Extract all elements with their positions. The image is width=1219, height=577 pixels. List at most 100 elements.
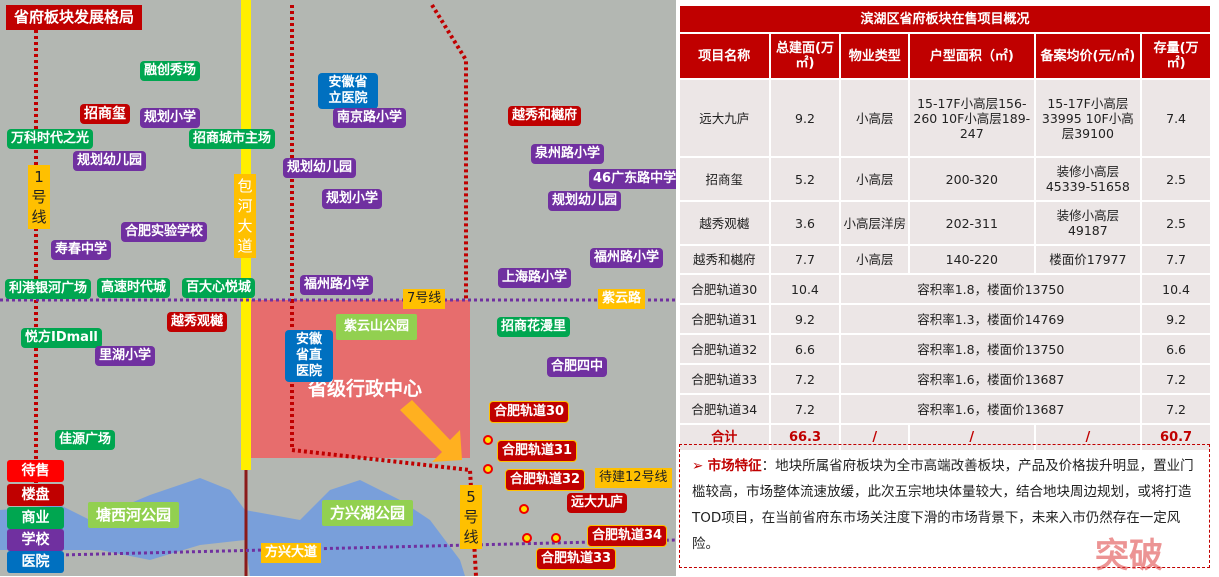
land-gd32: 合肥轨道32 bbox=[505, 469, 586, 491]
cell: 202-311 bbox=[908, 200, 1036, 246]
poi-yuefang: 悦方IDmall bbox=[21, 328, 102, 348]
col-header: 项目名称 bbox=[678, 32, 771, 80]
cell: 合肥轨道33 bbox=[678, 363, 771, 395]
cell: 招商玺 bbox=[678, 156, 771, 202]
col-header: 备案均价(元/㎡) bbox=[1033, 32, 1143, 80]
cell: 15-17F小高层33995 10F小高层39100 bbox=[1033, 78, 1143, 158]
school-fuzhoulu-1: 福州路小学 bbox=[590, 248, 664, 268]
land-gd31: 合肥轨道31 bbox=[497, 440, 578, 462]
cell: 远大九庐 bbox=[678, 78, 771, 158]
arrow-bullet-icon: ➢ bbox=[692, 458, 708, 474]
cell: 越秀和樾府 bbox=[678, 244, 771, 275]
cell: 楼面价17977 bbox=[1033, 244, 1143, 275]
cell: 9.2 bbox=[768, 303, 842, 335]
poi-gaosu: 高速时代城 bbox=[97, 278, 171, 298]
cell: 10.4 bbox=[768, 273, 842, 305]
cell: 合肥轨道30 bbox=[678, 273, 771, 305]
cell: 7.2 bbox=[768, 393, 842, 425]
market-key: 市场特征 bbox=[707, 458, 762, 474]
school-fuzhoulu-2: 福州路小学 bbox=[300, 275, 374, 295]
cell: 200-320 bbox=[908, 156, 1036, 202]
poi-zhaoshang-city: 招商城市主场 bbox=[189, 129, 276, 149]
cell: 2.5 bbox=[1140, 200, 1212, 246]
cell: 7.2 bbox=[768, 363, 842, 395]
cell: 合计 bbox=[678, 423, 771, 452]
school-kindergarten-2: 规划幼儿园 bbox=[283, 158, 357, 178]
market-features-box: ➢ 市场特征：地块所属省府板块为全市高端改善板块，产品及价格拔升明显，置业门槛较… bbox=[679, 444, 1210, 568]
school-guihua-1: 规划小学 bbox=[140, 108, 201, 128]
col-header: 总建面(万㎡) bbox=[768, 32, 842, 80]
poi-wanke: 万科时代之光 bbox=[7, 129, 94, 149]
cell: / bbox=[908, 423, 1036, 452]
school-lihu: 里湖小学 bbox=[95, 346, 156, 366]
poi-baida: 百大心悦城 bbox=[182, 278, 256, 298]
cell: 容积率1.6，楼面价13687 bbox=[839, 393, 1143, 425]
park-fangxinghu: 方兴湖公园 bbox=[322, 500, 414, 526]
poi-ligang: 利港银河广场 bbox=[5, 279, 92, 299]
cell: 140-220 bbox=[908, 244, 1036, 275]
legend-commercial: 商业 bbox=[7, 507, 64, 529]
cell: 装修小高层49187 bbox=[1033, 200, 1143, 246]
poi-jiayuan: 佳源广场 bbox=[55, 430, 116, 450]
legend-for-sale: 待售 bbox=[7, 460, 64, 482]
metro-line-5: 5号线 bbox=[460, 485, 482, 549]
poi-rongchuang: 融创秀场 bbox=[140, 61, 201, 81]
watermark-logo: 突破 bbox=[1095, 536, 1163, 576]
cell: 9.2 bbox=[1140, 303, 1212, 335]
cell: 3.6 bbox=[768, 200, 842, 246]
cell: 容积率1.8，楼面价13750 bbox=[839, 273, 1143, 305]
cell: 10.4 bbox=[1140, 273, 1212, 305]
park-tangxihe: 塘西河公园 bbox=[88, 502, 180, 528]
cell: 7.7 bbox=[1140, 244, 1212, 275]
table-title: 滨湖区省府板块在售项目概况 bbox=[678, 4, 1212, 34]
cell: 小高层 bbox=[839, 78, 911, 158]
cell: 装修小高层45339-51658 bbox=[1033, 156, 1143, 202]
col-header: 存量(万㎡) bbox=[1140, 32, 1212, 80]
cell: 合肥轨道31 bbox=[678, 303, 771, 335]
school-guangdonglu: 46广东路中学 bbox=[589, 169, 676, 189]
school-shouchun: 寿春中学 bbox=[51, 240, 112, 260]
legend-project: 楼盘 bbox=[7, 484, 64, 506]
poi-zhaoshang-huamanli: 招商花漫里 bbox=[497, 317, 571, 337]
metro-line-7: 7号线 bbox=[403, 289, 446, 309]
project-yuanda: 远大九庐 bbox=[567, 493, 628, 513]
school-guihua-2: 规划小学 bbox=[322, 189, 383, 209]
land-gd33: 合肥轨道33 bbox=[536, 548, 617, 570]
park-ziyunshan: 紫云山公园 bbox=[336, 314, 418, 340]
school-shiyan: 合肥实验学校 bbox=[121, 222, 208, 242]
cell: 7.4 bbox=[1140, 78, 1212, 158]
cell: 容积率1.8，楼面价13750 bbox=[839, 333, 1143, 365]
cell: / bbox=[839, 423, 911, 452]
project-yuexiu-guanyue: 越秀观樾 bbox=[167, 312, 228, 332]
cell: 7.2 bbox=[1140, 393, 1212, 425]
cell: 小高层洋房 bbox=[839, 200, 911, 246]
cell: 小高层 bbox=[839, 244, 911, 275]
cell: 7.7 bbox=[768, 244, 842, 275]
metro-line-12-planned: 待建12号线 bbox=[595, 468, 672, 488]
projects-table: 滨湖区省府板块在售项目概况 项目名称 总建面(万㎡) 物业类型 户型面积（㎡) … bbox=[678, 4, 1212, 452]
col-header: 户型面积（㎡) bbox=[908, 32, 1036, 80]
road-fangxing: 方兴大道 bbox=[261, 543, 322, 563]
land-gd30: 合肥轨道30 bbox=[489, 401, 570, 423]
cell: 9.2 bbox=[768, 78, 842, 158]
school-kindergarten-1: 规划幼儿园 bbox=[73, 151, 147, 171]
legend-school: 学校 bbox=[7, 529, 64, 551]
school-shanghailu: 上海路小学 bbox=[498, 268, 572, 288]
project-yuexiu-heyue: 越秀和樾府 bbox=[508, 106, 582, 126]
legend-hospital: 医院 bbox=[7, 551, 64, 573]
cell: 2.5 bbox=[1140, 156, 1212, 202]
cell: 60.7 bbox=[1140, 423, 1212, 452]
hospital-shengli: 安徽省立医院 bbox=[318, 73, 378, 109]
cell: 越秀观樾 bbox=[678, 200, 771, 246]
school-quanzhoulu: 泉州路小学 bbox=[531, 144, 605, 164]
map-title: 省府板块发展格局 bbox=[6, 5, 143, 30]
